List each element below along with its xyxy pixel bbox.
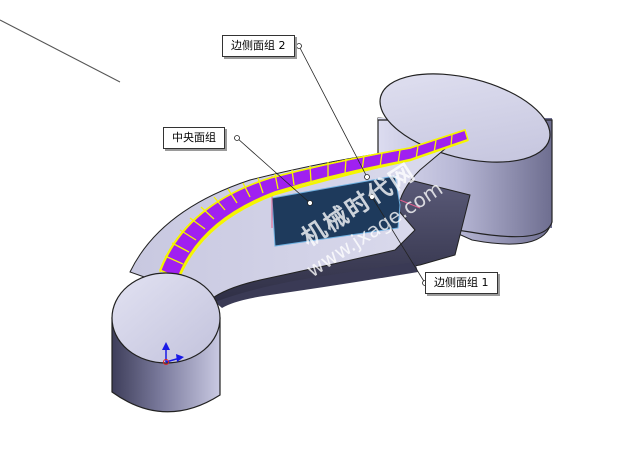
callout-side-face-group-1[interactable]: 边侧面组 1 — [425, 272, 498, 294]
background-edge-line — [0, 19, 121, 83]
side-face-1-highlight[interactable] — [159, 129, 469, 281]
callout-side-face-group-2[interactable]: 边侧面组 2 — [222, 35, 295, 57]
callout-center-face-group[interactable]: 中央面组 — [163, 127, 225, 149]
central-face-highlight[interactable] — [271, 175, 401, 247]
coordinate-triad-icon — [162, 342, 184, 365]
